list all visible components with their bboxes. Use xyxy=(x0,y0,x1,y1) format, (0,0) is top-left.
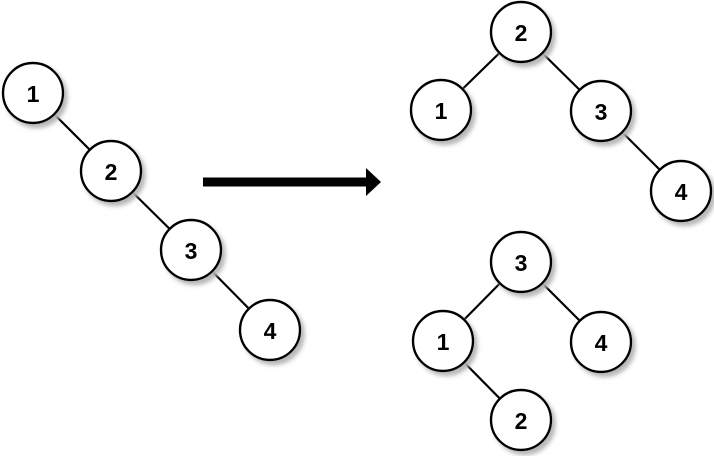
node-label: 3 xyxy=(185,238,198,264)
tree-edge xyxy=(620,130,662,172)
tree-edge xyxy=(210,269,251,311)
node-label: 1 xyxy=(435,98,448,124)
node-circle xyxy=(569,79,633,143)
tree-node[interactable]: 4 xyxy=(238,298,302,362)
tree-node[interactable]: 3 xyxy=(569,79,633,143)
transform-arrow xyxy=(203,168,381,196)
tree-edge xyxy=(462,281,502,322)
node-label: 2 xyxy=(515,408,528,434)
node-circle xyxy=(411,309,475,373)
tree-node[interactable]: 2 xyxy=(489,388,553,452)
tree-node[interactable]: 2 xyxy=(79,139,143,203)
node-circle xyxy=(569,310,633,374)
node-circle xyxy=(238,298,302,362)
node-label: 4 xyxy=(595,330,608,356)
node-label: 4 xyxy=(675,179,688,205)
node-label: 1 xyxy=(437,329,450,355)
tree-node[interactable]: 1 xyxy=(409,78,473,142)
node-circle xyxy=(159,218,223,282)
tree-node[interactable]: 3 xyxy=(159,218,223,282)
tree-node[interactable]: 1 xyxy=(411,309,475,373)
tree-edge xyxy=(52,112,92,152)
tree-edge xyxy=(462,360,502,401)
tree-node[interactable]: 1 xyxy=(1,61,65,125)
tree-edge xyxy=(540,51,582,92)
node-label: 3 xyxy=(595,99,608,125)
tree-edges-output-tree-bottom xyxy=(462,281,582,401)
tree-node[interactable]: 2 xyxy=(489,0,553,64)
node-circle xyxy=(489,230,553,294)
tree-node[interactable]: 3 xyxy=(489,230,553,294)
tree-edge xyxy=(540,281,582,323)
node-circle xyxy=(649,159,713,223)
node-label: 4 xyxy=(264,318,277,344)
tree-nodes-output-tree-top: 2 1 3 4 xyxy=(409,0,713,223)
node-label: 1 xyxy=(27,81,40,107)
edges-layer xyxy=(52,51,662,401)
tree-edges-input-tree xyxy=(52,112,251,311)
node-label: 3 xyxy=(515,250,528,276)
tree-node[interactable]: 4 xyxy=(649,159,713,223)
tree-nodes-input-tree: 1 2 3 4 xyxy=(1,61,302,362)
node-circle xyxy=(409,78,473,142)
node-label: 2 xyxy=(105,159,118,185)
arrow-head-icon xyxy=(366,168,381,196)
node-label: 2 xyxy=(515,20,528,46)
tree-edge xyxy=(130,190,172,231)
tree-node[interactable]: 4 xyxy=(569,310,633,374)
tree-edges-output-tree-top xyxy=(460,51,662,172)
node-circle xyxy=(79,139,143,203)
node-circle xyxy=(1,61,65,125)
tree-edge xyxy=(460,51,502,91)
tree-nodes-output-tree-bottom: 3 1 4 2 xyxy=(411,230,633,452)
node-circle xyxy=(489,0,553,64)
node-circle xyxy=(489,388,553,452)
